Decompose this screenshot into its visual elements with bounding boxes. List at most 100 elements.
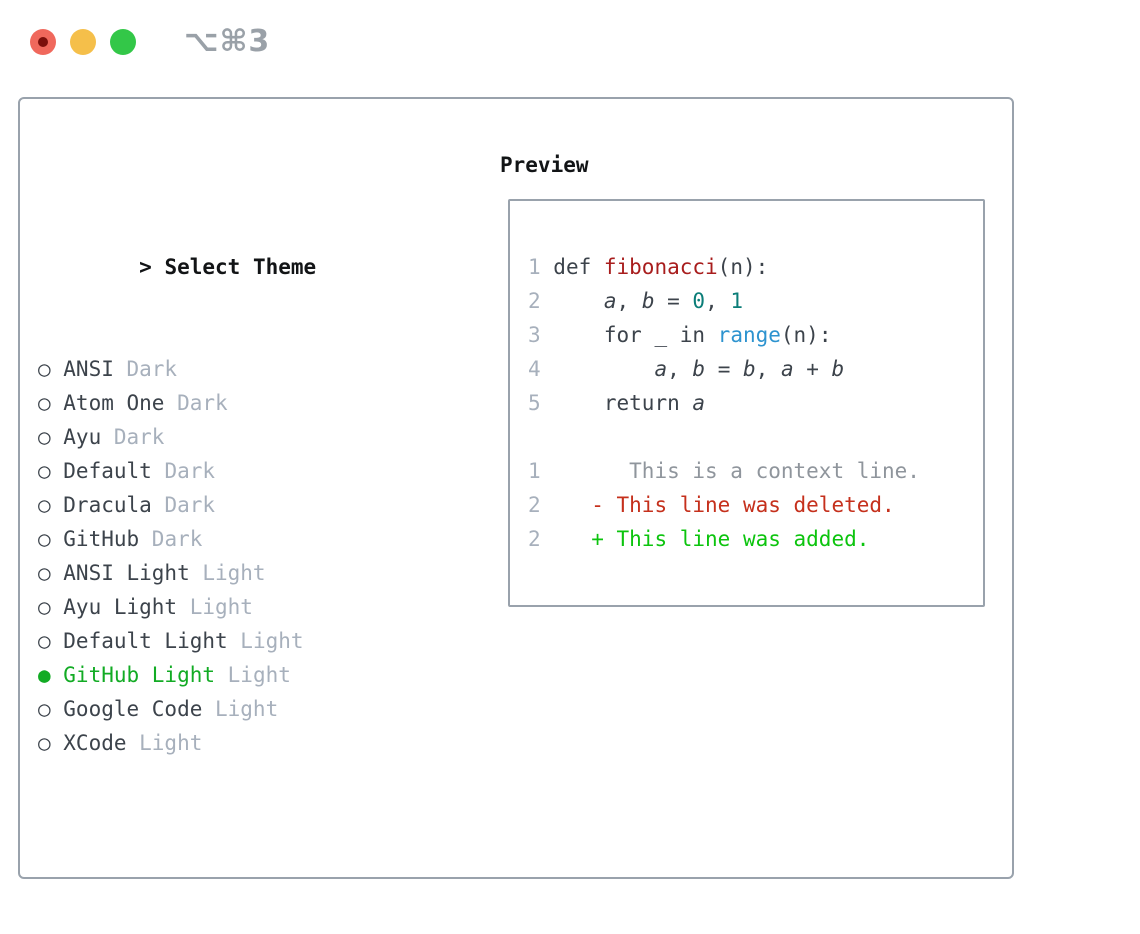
theme-options: ○ ANSI Dark ○ Atom One Dark ○ Ayu Dark ○ Defaul… bbox=[38, 352, 392, 760]
code-token: fibonacci bbox=[603, 255, 718, 279]
option-label: GitHub bbox=[63, 527, 152, 551]
option-variant-label: Dark bbox=[113, 425, 165, 449]
minimize-button[interactable] bbox=[70, 28, 96, 55]
selection-cursor: > bbox=[139, 255, 152, 279]
radio-unselected-icon: ○ bbox=[38, 561, 51, 585]
spacer bbox=[38, 862, 392, 896]
line-number: 4 bbox=[528, 357, 554, 381]
theme-option[interactable]: ● GitHub Light Light bbox=[38, 658, 392, 692]
theme-picker-panel: > Select Theme ○ ANSI Dark ○ Atom One Dark ○ A… bbox=[18, 97, 1014, 879]
theme-option[interactable]: ○ Atom One Dark bbox=[38, 386, 392, 420]
radio-unselected-icon: ○ bbox=[38, 391, 51, 415]
option-variant-label: Dark bbox=[164, 459, 216, 483]
option-label: GitHub Light bbox=[63, 663, 228, 687]
code-token bbox=[553, 289, 604, 313]
code-token: a bbox=[603, 289, 617, 313]
close-button[interactable] bbox=[30, 28, 56, 55]
theme-option[interactable]: ○XCode Light bbox=[38, 726, 392, 760]
theme-option[interactable]: ○ GitHub Dark bbox=[38, 522, 392, 556]
line-number: 2 bbox=[528, 289, 554, 313]
code-token: def bbox=[553, 255, 604, 279]
option-variant-label: Light bbox=[189, 595, 253, 619]
theme-option[interactable]: ○ ANSI Dark bbox=[38, 352, 392, 386]
close-button-dot bbox=[38, 36, 48, 47]
option-label: Default Light bbox=[63, 629, 241, 653]
option-label: Dracula bbox=[63, 493, 165, 517]
theme-list: > Select Theme ○ ANSI Dark ○ Atom One Dark ○ A… bbox=[38, 148, 392, 934]
code-token: b bbox=[831, 357, 845, 381]
option-label: ANSI Light bbox=[63, 561, 203, 585]
code-token: This is a context line. bbox=[629, 459, 920, 483]
option-variant-label: Dark bbox=[151, 527, 203, 551]
option-label: Ayu bbox=[63, 425, 114, 449]
theme-option[interactable]: ○ Google Code Light bbox=[38, 692, 392, 726]
radio-unselected-icon: ○ bbox=[38, 425, 51, 449]
zoom-button[interactable] bbox=[110, 28, 136, 55]
line-number: 1 bbox=[528, 459, 554, 483]
option-label: ANSI bbox=[63, 357, 127, 381]
radio-unselected-icon: ○ bbox=[38, 357, 51, 381]
code-token: = bbox=[705, 357, 743, 381]
radio-unselected-icon: ○ bbox=[38, 527, 51, 551]
theme-option[interactable]: ○ Ayu Dark bbox=[38, 420, 392, 454]
line-number: 1 bbox=[528, 255, 554, 279]
code-token: , bbox=[705, 289, 731, 313]
code-token: - This line was deleted. bbox=[591, 493, 895, 517]
option-label: Default bbox=[63, 459, 165, 483]
option-label: Google Code bbox=[63, 697, 215, 721]
theme-list-title: Select Theme bbox=[164, 255, 317, 279]
line-number: 2 bbox=[528, 493, 554, 517]
option-variant-label: Dark bbox=[177, 391, 228, 415]
code-token: 0 bbox=[692, 289, 706, 313]
code-token: a bbox=[654, 357, 668, 381]
code-token: , bbox=[667, 357, 693, 381]
code-token: = bbox=[654, 289, 693, 313]
radio-unselected-icon: ○ bbox=[38, 731, 51, 755]
option-variant-label: Light bbox=[215, 697, 279, 721]
option-label: Atom One bbox=[63, 391, 178, 415]
code-line: 2 - This line was deleted. bbox=[528, 488, 983, 522]
line-number bbox=[528, 425, 541, 449]
radio-unselected-icon: ○ bbox=[38, 493, 51, 517]
code-token: b bbox=[641, 289, 655, 313]
code-token bbox=[553, 493, 591, 517]
code-token: + bbox=[793, 357, 832, 381]
radio-unselected-icon: ○ bbox=[38, 697, 51, 721]
theme-option[interactable]: ○Dracula Dark bbox=[38, 488, 392, 522]
theme-option[interactable]: ○ Default Light Light bbox=[38, 624, 392, 658]
radio-unselected-icon: ○ bbox=[38, 595, 51, 619]
theme-option[interactable]: ○ Default Dark bbox=[38, 454, 392, 488]
code-token: return bbox=[553, 391, 693, 415]
code-token: , bbox=[755, 357, 781, 381]
line-number: 3 bbox=[528, 323, 554, 347]
code-token: range bbox=[717, 323, 781, 347]
preview-title: Preview bbox=[500, 153, 589, 177]
code-token: 1 bbox=[730, 289, 744, 313]
option-label: Ayu Light bbox=[63, 595, 190, 619]
code-line: 1 def fibonacci(n): bbox=[528, 250, 983, 284]
code-token: , bbox=[616, 289, 642, 313]
code-line: 2 + This line was added. bbox=[528, 522, 983, 556]
theme-option[interactable]: ○ Ayu Light Light bbox=[38, 590, 392, 624]
option-label: XCode bbox=[63, 731, 140, 755]
code-token bbox=[553, 459, 629, 483]
window-shortcut-label: ⌥⌘3 bbox=[184, 24, 271, 59]
code-line: 2 a, b = 0, 1 bbox=[528, 284, 983, 318]
option-variant-label: Light bbox=[240, 629, 304, 653]
option-variant-label: Dark bbox=[126, 357, 178, 381]
code-line: 3 for _ in range(n): bbox=[528, 318, 983, 352]
radio-selected-icon: ● bbox=[38, 663, 51, 687]
code-line bbox=[528, 420, 983, 454]
theme-option[interactable]: ○ANSI Light Light bbox=[38, 556, 392, 590]
code-token: b bbox=[692, 357, 706, 381]
code-token: a bbox=[780, 357, 794, 381]
code-token: b bbox=[743, 357, 756, 381]
code-line: 1 This is a context line. bbox=[528, 454, 983, 488]
radio-unselected-icon: ○ bbox=[38, 459, 51, 483]
code-line: 5 return a bbox=[528, 386, 983, 420]
line-number: 5 bbox=[528, 391, 554, 415]
radio-unselected-icon: ○ bbox=[38, 629, 51, 653]
theme-list-header: > Select Theme bbox=[38, 216, 392, 279]
option-variant-label: Light bbox=[227, 663, 291, 687]
